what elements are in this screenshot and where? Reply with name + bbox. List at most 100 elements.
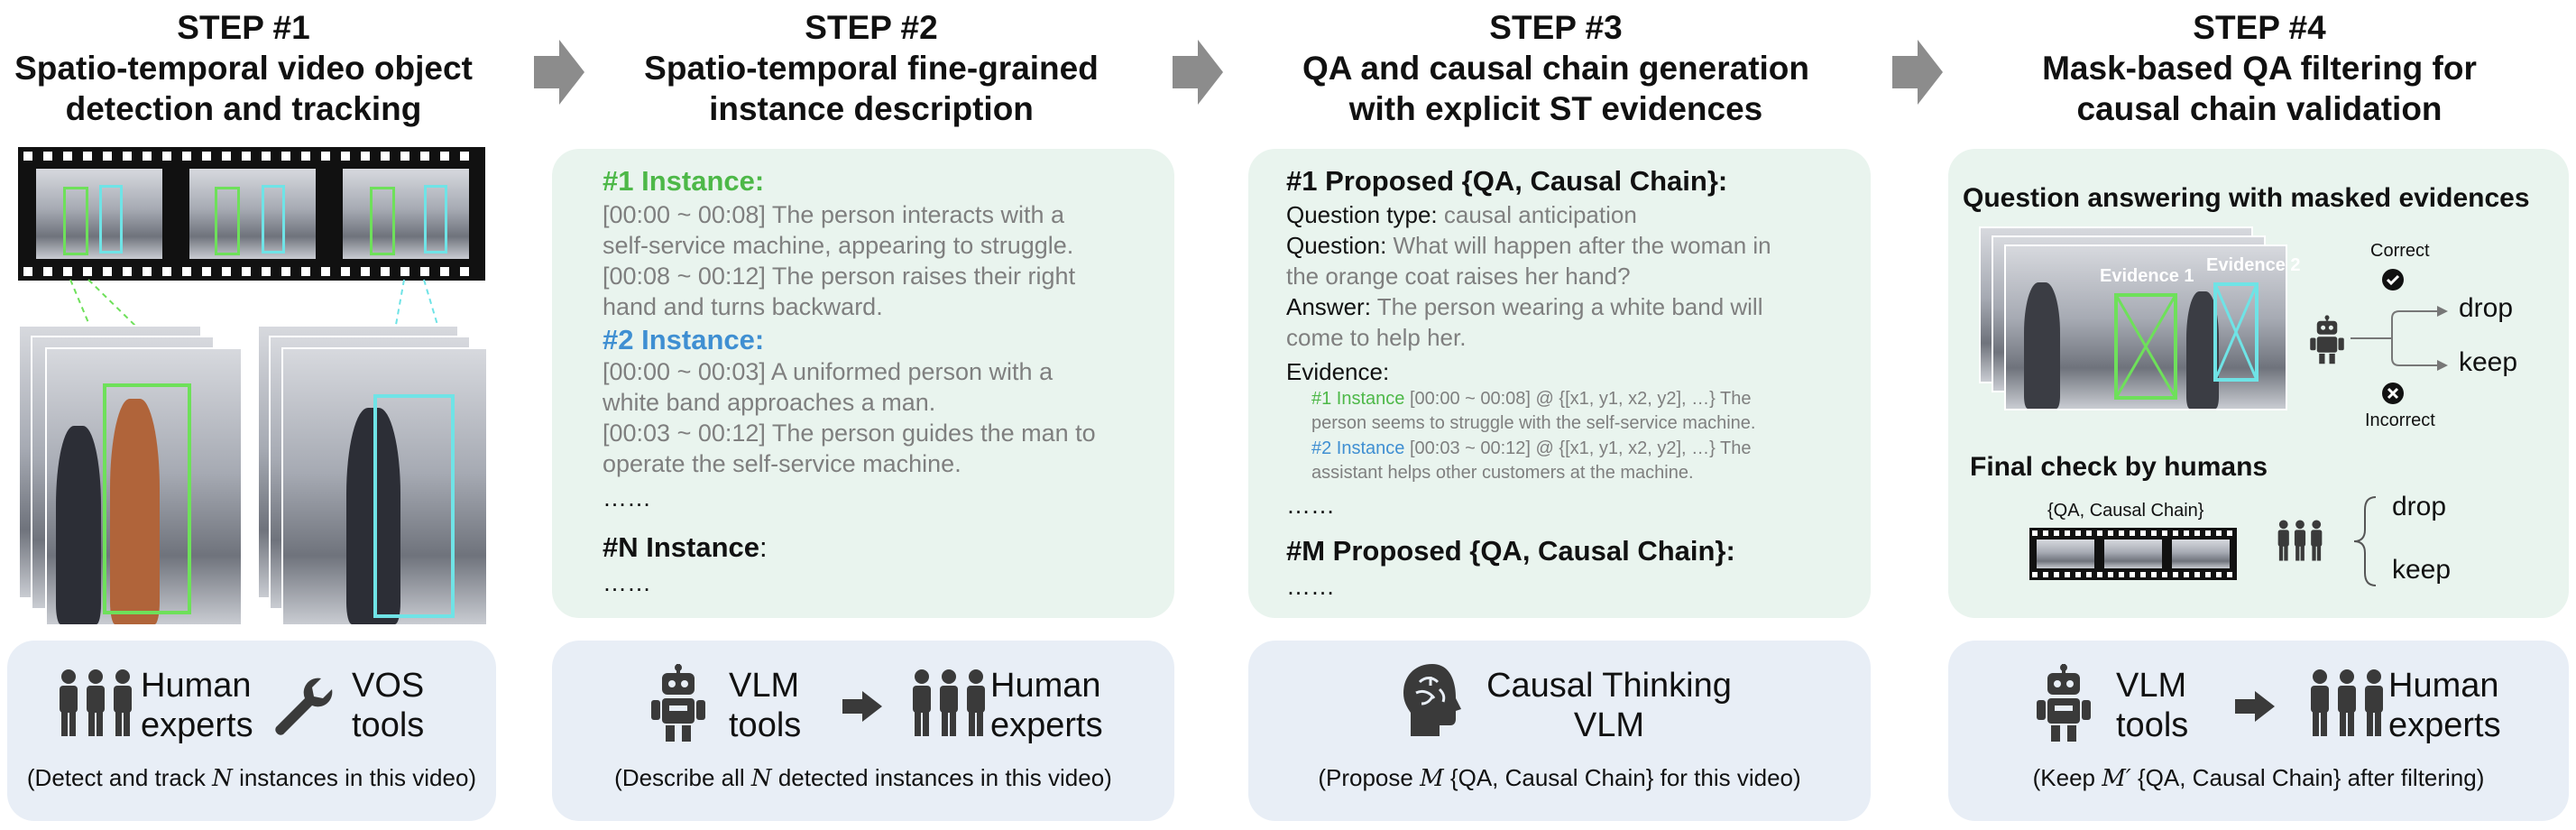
evidence2-instance-tag: #2 Instance <box>1311 438 1405 458</box>
final-drop-label: drop <box>2392 492 2447 521</box>
proposal1-title: #1 Proposed {QA, Causal Chain}: <box>1286 165 1728 197</box>
instanceN-colon: : <box>759 531 768 563</box>
step4-filtering-panel: Question answering with masked evidences… <box>1948 149 2569 618</box>
step3-ellipsis-2: …… <box>1286 573 1335 600</box>
step1-vos-tools-label: VOS tools <box>352 667 425 744</box>
answer-label: Answer: <box>1286 293 1377 320</box>
film-label: {QA, Causal Chain} <box>2047 501 2204 521</box>
instance1-title: #1 Instance: <box>603 165 765 197</box>
question-label: Question: <box>1286 232 1394 259</box>
evidence1-label: Evidence 1 <box>2100 266 2194 286</box>
stage-arrow-3-icon <box>1892 40 1943 105</box>
film-frame-1 <box>36 169 162 259</box>
step4-desc-pre: (Keep <box>2032 764 2102 791</box>
instanceN-prefix: #N Instance <box>603 531 760 563</box>
instance1-line1: [00:00 ~ 00:08] The person interacts wit… <box>603 201 1065 228</box>
step4-heading: STEP #4 Mask-based QA filtering for caus… <box>1948 7 2571 129</box>
step4-human-experts-icon <box>2311 669 2383 736</box>
evidence2-line2: assistant helps other customers at the m… <box>1311 463 1694 483</box>
instance1-line4: hand and turns backward. <box>603 293 883 320</box>
incorrect-label: Incorrect <box>2365 410 2435 430</box>
step2-vlm-tools-label: VLM tools <box>729 667 802 744</box>
step1-desc-pre: (Detect and track <box>26 764 213 791</box>
step3-desc-post: {QA, Causal Chain} for this video) <box>1443 764 1801 791</box>
step3-proposal-panel: #1 Proposed {QA, Causal Chain}: Question… <box>1248 149 1871 618</box>
answer-line2: come to help her. <box>1286 324 1467 351</box>
qa-masked-title: Question answering with masked evidences <box>1963 183 2530 213</box>
step4-title-line2: causal chain validation <box>2076 90 2443 127</box>
stage-arrow-1-icon <box>534 40 584 105</box>
step4-robot-icon <box>2037 664 2091 742</box>
tracking-box-green <box>103 383 191 614</box>
causal-thinking-vlm-label: Causal Thinking VLM <box>1486 667 1732 744</box>
step3-title-line1: QA and causal chain generation <box>1302 50 1809 87</box>
instance2-title: #2 Instance: <box>603 324 765 355</box>
qa-drop-label: drop <box>2459 293 2514 323</box>
step2-label: STEP #2 <box>805 9 938 46</box>
instance2-line1: [00:00 ~ 00:03] A uniformed person with … <box>603 358 1053 385</box>
question-line2: the orange coat raises her hand? <box>1286 263 1631 290</box>
step4-desc-var: M′ <box>2102 765 2131 792</box>
step1-title-line1: Spatio-temporal video object <box>14 50 473 87</box>
step3-desc-pre: (Propose <box>1318 764 1421 791</box>
crop-stack-right-front <box>281 347 488 626</box>
evidence2-label: Evidence 2 <box>2206 255 2301 275</box>
filmstrip-sprockets-top <box>23 152 480 161</box>
step2-desc-var: N <box>750 765 772 792</box>
step4-desc-post: {QA, Causal Chain} after filtering) <box>2130 764 2485 791</box>
step1-label: STEP #1 <box>177 9 310 46</box>
proposalM-title: #M Proposed {QA, Causal Chain}: <box>1286 535 1735 567</box>
tracking-box-cyan <box>373 394 455 618</box>
step3-heading: STEP #3 QA and causal chain generation w… <box>1249 7 1863 129</box>
step2-heading: STEP #2 Spatio-temporal fine-grained ins… <box>552 7 1191 129</box>
robot-icon <box>651 664 705 742</box>
step1-desc-post: instances in this video) <box>232 764 477 791</box>
step1-description: (Detect and track N instances in this vi… <box>7 764 496 792</box>
step1-desc-var: N <box>212 765 233 792</box>
question-row: Question: What will happen after the wom… <box>1286 232 1771 260</box>
masked-frame-front: Evidence 1 Evidence 2 <box>2004 244 2301 410</box>
question-type-value: causal anticipation <box>1443 201 1637 228</box>
final-keep-label: keep <box>2392 555 2452 585</box>
step2-human-experts-label: Human experts <box>990 667 1103 744</box>
crop-stack-left-front <box>45 347 243 626</box>
cross-circle-icon <box>2382 383 2404 404</box>
question-line1: What will happen after the woman in <box>1393 232 1771 259</box>
step2-description: (Describe all N detected instances in th… <box>552 764 1174 792</box>
step4-flow-arrow-icon <box>2235 691 2275 722</box>
step2-desc-post: detected instances in this video) <box>771 764 1112 791</box>
evidence-label: Evidence: <box>1286 358 1390 385</box>
brain-head-icon <box>1403 664 1461 736</box>
step4-human-experts-label: Human experts <box>2388 667 2501 744</box>
step4-description: (Keep M′ {QA, Causal Chain} after filter… <box>1948 764 2569 792</box>
step1-human-experts-label: Human experts <box>141 667 253 744</box>
step3-ellipsis: …… <box>1286 492 1335 519</box>
step2-actors-panel: VLM tools Human experts (Describe all N … <box>552 641 1174 821</box>
step2-human-experts-icon <box>913 669 985 736</box>
question-type-row: Question type: causal anticipation <box>1286 201 1637 229</box>
answer-line1: The person wearing a white band will <box>1376 293 1763 320</box>
final-check-title: Final check by humans <box>1970 452 2268 482</box>
final-brace <box>2353 496 2377 586</box>
step2-flow-arrow-icon <box>842 691 882 722</box>
answer-row: Answer: The person wearing a white band … <box>1286 293 1762 321</box>
step1-heading: STEP #1 Spatio-temporal video object det… <box>0 7 487 129</box>
question-type-label: Question type: <box>1286 201 1444 228</box>
step3-label: STEP #3 <box>1489 9 1623 46</box>
instanceN-title: #N Instance: <box>603 531 768 564</box>
qa-keep-label: keep <box>2459 347 2518 377</box>
film-frame-3 <box>343 169 469 259</box>
instance1-line2: self-service machine, appearing to strug… <box>603 232 1074 259</box>
evidence1-row: #1 Instance [00:00 ~ 00:08] @ {[x1, y1, … <box>1311 389 1751 410</box>
judge-robot-icon <box>2310 315 2344 364</box>
step1-actors-panel: Human experts VOS tools (Detect and trac… <box>7 641 496 821</box>
step2-title-line2: instance description <box>709 90 1034 127</box>
step3-actors-panel: Causal Thinking VLM (Propose M {QA, Caus… <box>1248 641 1871 821</box>
evidence1-mask-box <box>2114 293 2177 400</box>
evidence1-instance-tag: #1 Instance <box>1311 389 1405 409</box>
step3-title-line2: with explicit ST evidences <box>1348 90 1763 127</box>
evidence2-mask-box <box>2213 282 2259 382</box>
evidence1-line2: person seems to struggle with the self-s… <box>1311 413 1756 433</box>
branch-arrows <box>2351 306 2448 371</box>
evidence2-line1: [00:03 ~ 00:12] @ {[x1, y1, x2, y2], …} … <box>1404 438 1752 458</box>
